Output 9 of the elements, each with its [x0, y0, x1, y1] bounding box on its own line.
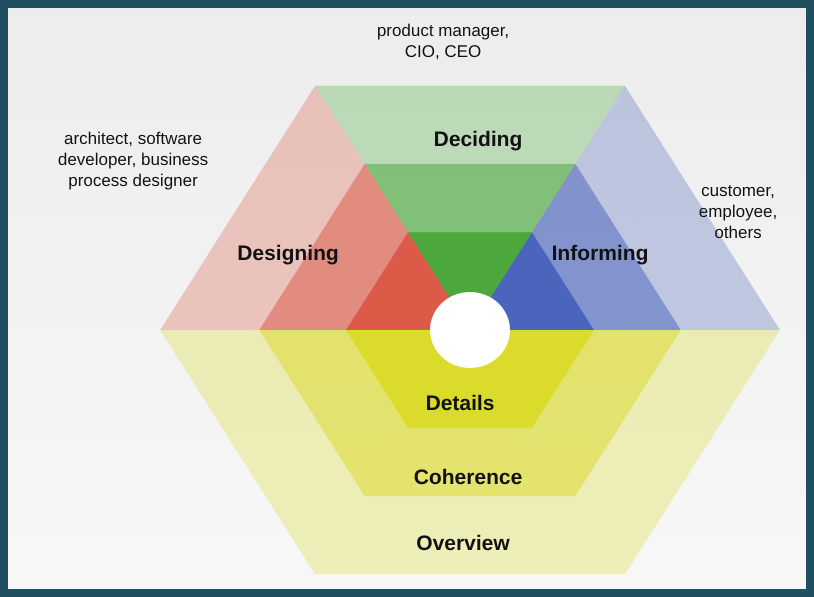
sector-label: Deciding	[434, 128, 522, 151]
role-caption: customer, employee, others	[698, 180, 778, 243]
role-caption: architect, software developer, business process designer	[56, 128, 210, 191]
role-caption: product manager, CIO, CEO	[376, 20, 510, 62]
sector-label: Informing	[552, 242, 648, 265]
sector-label: Designing	[237, 242, 339, 265]
level-label: Details	[426, 392, 494, 415]
level-label: Coherence	[414, 466, 522, 489]
level-label: Overview	[416, 532, 510, 555]
